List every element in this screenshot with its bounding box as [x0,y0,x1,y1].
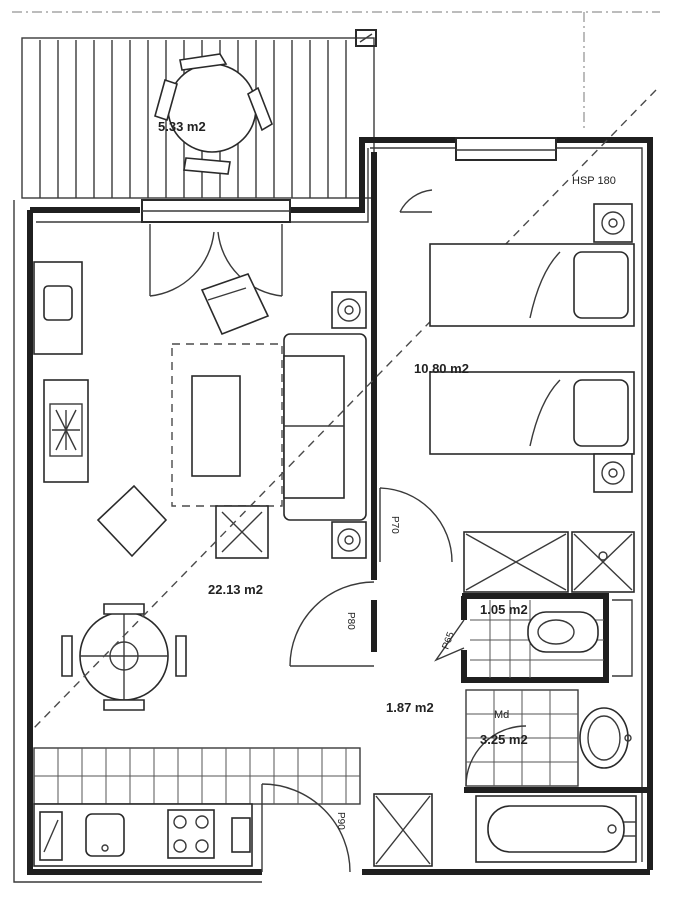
nightstand-icon [593,453,633,493]
hall: P80 P70 1.87 m2 [289,487,453,867]
entry-door-swing [261,783,351,873]
wc-cabinet [612,599,633,677]
oven-icon [231,817,251,853]
radiator-icon [399,189,433,213]
lamp-icon [331,521,367,559]
inner-wall-line [36,148,369,223]
bathtub-icon [475,795,637,863]
section-line [33,89,657,729]
nightstand-icon [593,203,633,243]
bedroom-window [455,137,557,161]
bedroom-area-label: 10.80 m2 [414,361,469,376]
balcony-drain-icon [355,29,377,47]
wc-area-label: 1.05 m2 [480,602,528,617]
hall-area-label: 1.87 m2 [386,700,434,715]
washbasin-icon [579,707,632,769]
armchair-icon [96,484,168,558]
door-label-p90: P90 [335,812,346,830]
bedroom-door-swing [379,487,453,563]
bedroom: HSP 180 10.80 m2 [399,175,635,493]
living-area-label: 22.13 m2 [208,582,263,597]
kitchen: P90 [33,747,361,873]
balcony-outline [21,37,375,199]
armchair-icon [200,273,270,336]
dining-table-icon [61,603,187,711]
balcony: 5.33 m2 [21,29,377,199]
kitchen-tiles [34,748,360,804]
bed-icon [429,243,635,327]
balcony-area-label: 5.33 m2 [158,119,206,134]
md-label: Md [494,709,509,721]
door-label-p70: P70 [389,516,400,534]
wc-door-icon [434,619,465,662]
bath-door-swing [465,725,527,787]
hall-door-swing [289,581,375,667]
bedroom-inner-wall [370,147,643,862]
living-room: 22.13 m2 [33,261,367,711]
stove-icon [167,809,215,859]
sink-icon [85,813,125,857]
outer-wall-line [13,200,262,883]
coffee-table-icon [191,375,241,477]
hsp-label: HSP 180 [572,175,616,187]
balcony-table-icon [154,53,273,175]
bath-tiles [466,690,578,786]
bathroom: 1.05 m2 P65 Md 3.25 m2 [434,531,650,863]
lamp-icon [331,291,367,329]
door-label-p80: P80 [345,612,356,630]
sofa-icon [283,333,367,521]
kitchen-counter [33,803,253,867]
exterior-walls [27,137,653,875]
bed-icon [429,371,635,455]
bath-area-label: 3.25 m2 [480,732,528,747]
balcony-door-icon [149,224,283,297]
